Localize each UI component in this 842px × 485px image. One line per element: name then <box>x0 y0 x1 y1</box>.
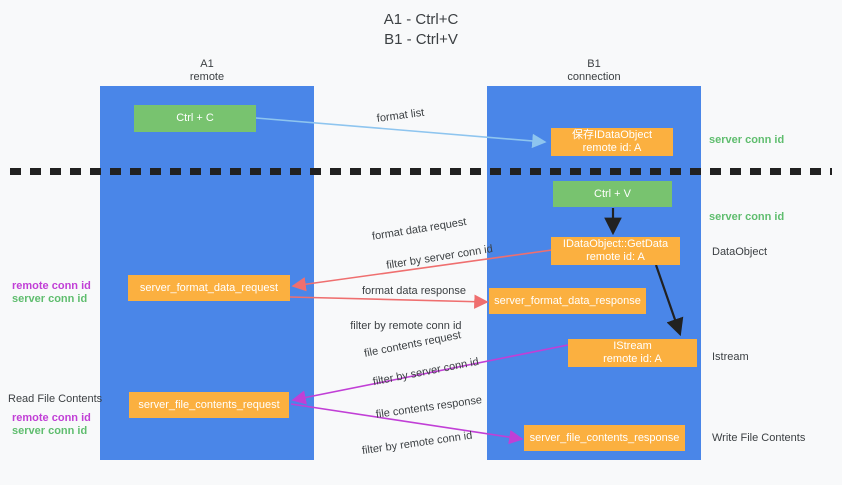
arrow-file-contents-response <box>290 403 524 445</box>
box-istream[interactable]: IStream remote id: A <box>568 339 697 367</box>
arrow-format-list <box>255 117 547 149</box>
box-format-data-request[interactable]: server_format_data_request <box>128 275 290 301</box>
right-annotation-server-conn-id-top: server conn id <box>709 134 785 146</box>
left-annotation-format-server-conn-id: server conn id <box>12 293 88 305</box>
arrow-file-contents-request <box>291 344 569 405</box>
filter-key-remote-conn-id: remote conn id <box>399 429 474 452</box>
phase-divider <box>10 168 832 175</box>
label-format-data-response-filter: filter by remote conn id <box>338 305 462 347</box>
right-annotation-write-file-contents: Write File Contents <box>712 432 806 444</box>
left-annotation-format-remote-conn-id: remote conn id <box>12 280 91 292</box>
right-annotation-dataobject: DataObject <box>712 246 768 258</box>
box-ctrl-v[interactable]: Ctrl + V <box>553 181 672 207</box>
filter-key-server-conn-id: server conn id <box>423 243 494 266</box>
box-ctrl-c[interactable]: Ctrl + C <box>134 105 256 132</box>
box-file-contents-request[interactable]: server_file_contents_request <box>129 392 289 418</box>
filter-key-server-conn-id: server conn id <box>409 355 480 381</box>
box-format-data-response[interactable]: server_format_data_response <box>489 288 646 314</box>
filter-prefix: filter by <box>361 439 402 458</box>
filter-prefix: filter by <box>371 369 412 389</box>
lane-header-a1: A1 remote <box>189 58 225 83</box>
right-annotation-server-conn-id-mid: server conn id <box>709 211 785 223</box>
box-getdata[interactable]: IDataObject::GetData remote id: A <box>551 237 680 265</box>
page-title: A1 - Ctrl+C B1 - Ctrl+V <box>383 11 459 48</box>
left-annotation-file-remote-conn-id: remote conn id <box>12 412 91 424</box>
box-file-contents-response[interactable]: server_file_contents_response <box>524 425 685 451</box>
left-annotation-read-file-contents: Read File Contents <box>8 393 103 405</box>
label-format-data-response: format data response <box>362 285 466 297</box>
arrow-format-data-request <box>291 249 553 292</box>
left-annotation-file-server-conn-id: server conn id <box>12 425 88 437</box>
arrow-getdata-to-istream <box>654 264 684 337</box>
filter-key-remote-conn-id: remote conn id <box>388 320 462 332</box>
lane-header-b1: B1 connection <box>567 58 621 83</box>
right-annotation-istream: Istream <box>712 351 749 363</box>
box-save-idataobject[interactable]: 保存IDataObject remote id: A <box>551 128 673 156</box>
filter-prefix: filter by <box>350 320 389 332</box>
arrow-format-data-response <box>289 294 489 309</box>
filter-prefix: filter by <box>385 253 426 272</box>
